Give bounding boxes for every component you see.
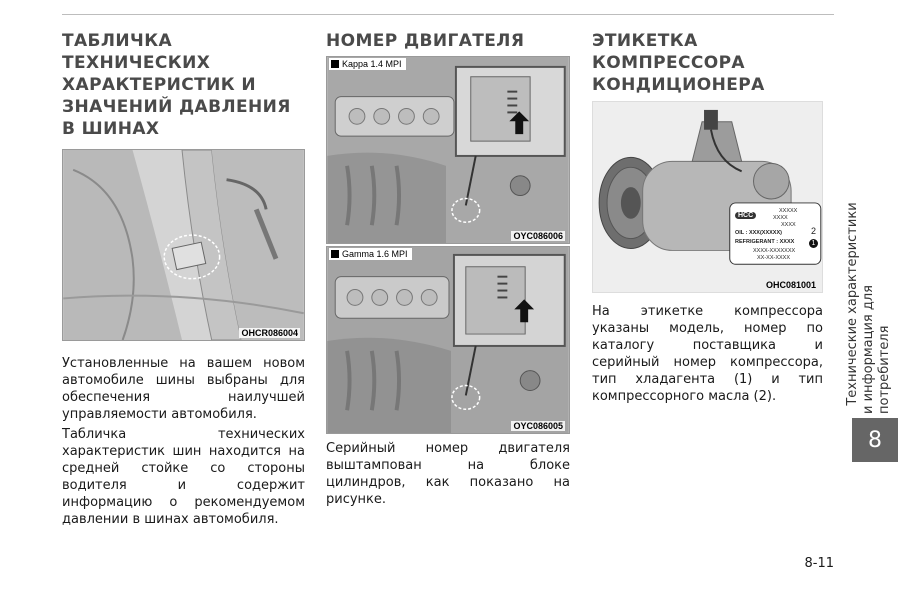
page-number: 8-11 xyxy=(804,556,834,571)
compressor-label-line-4: OIL : XXX(XXXXX) xyxy=(735,230,782,236)
compressor-callout-1: 1 xyxy=(809,239,818,248)
door-pillar-illustration xyxy=(63,150,304,340)
chapter-number-tab: 8 xyxy=(852,418,898,462)
ac-compressor-section: ЭТИКЕТКА КОМПРЕССОРА КОНДИЦИОНЕРА HCC XX… xyxy=(592,30,823,405)
kappa-engine-label-text: Kappa 1.4 MPI xyxy=(342,59,402,69)
tire-label-paragraph-2: Табличка технических характеристик шин н… xyxy=(62,427,305,527)
compressor-label-line-5: REFRIGERANT : XXXX xyxy=(735,239,795,245)
gamma-engine-figure-code: OYC086005 xyxy=(511,421,565,431)
compressor-label: HCC XXXXX XXXX XXXX OIL : XXX(XXXXX) 2 R… xyxy=(733,206,821,264)
kappa-engine-illustration xyxy=(327,57,569,243)
compressor-label-line-7: XX-XX-XXXX xyxy=(757,255,791,261)
compressor-label-line-2: XXXX xyxy=(773,215,788,221)
engine-figure-gamma: Gamma 1.6 MPI OYC086005 xyxy=(326,246,570,434)
kappa-engine-figure-code: OYC086006 xyxy=(511,231,565,241)
compressor-callout-2: 2 xyxy=(811,226,817,236)
ac-compressor-paragraph: На этикетке компрессора указаны модель, … xyxy=(592,304,823,404)
ac-compressor-figure: HCC XXXXX XXXX XXXX OIL : XXX(XXXXX) 2 R… xyxy=(592,101,823,293)
engine-number-section: НОМЕР ДВИГАТЕЛЯ Kappa 1.4 MPI OYC086006 xyxy=(326,30,570,508)
engine-number-paragraph: Серийный номер двигателя выштампован на … xyxy=(326,441,570,507)
ac-compressor-figure-code: OHC081001 xyxy=(765,280,816,290)
ac-compressor-heading: ЭТИКЕТКА КОМПРЕССОРА КОНДИЦИОНЕРА xyxy=(592,31,765,95)
chapter-side-title: Технические характеристики и информация … xyxy=(845,194,892,414)
engine-number-heading: НОМЕР ДВИГАТЕЛЯ xyxy=(326,31,525,51)
tire-label-heading: ТАБЛИЧКА ТЕХНИЧЕСКИХ ХАРАКТЕРИСТИК И ЗНА… xyxy=(62,31,291,139)
compressor-label-line-1: XXXXX xyxy=(779,208,798,214)
gamma-engine-label-text: Gamma 1.6 MPI xyxy=(342,249,408,259)
tire-label-section: ТАБЛИЧКА ТЕХНИЧЕСКИХ ХАРАКТЕРИСТИК И ЗНА… xyxy=(62,30,305,528)
compressor-label-line-3: XXXX xyxy=(781,222,796,228)
tire-label-figure: OHCR086004 xyxy=(62,149,305,341)
chapter-side-title-line-1: Технические характеристики xyxy=(845,202,860,406)
kappa-engine-label: Kappa 1.4 MPI xyxy=(329,58,406,70)
compressor-label-brand: HCC xyxy=(735,212,757,219)
gamma-engine-illustration xyxy=(327,247,569,433)
tire-label-figure-code: OHCR086004 xyxy=(239,328,300,338)
compressor-label-line-6: XXXX-XXXXXXX xyxy=(753,248,796,254)
compressor-illustration xyxy=(593,102,822,292)
gamma-engine-label: Gamma 1.6 MPI xyxy=(329,248,412,260)
engine-figure-kappa: Kappa 1.4 MPI OYC086006 xyxy=(326,56,570,244)
chapter-side-title-line-2: и информация для потребителя xyxy=(861,285,892,414)
tire-label-paragraph-1: Установленные на вашем новом автомобиле … xyxy=(62,356,305,422)
top-rule xyxy=(62,14,834,15)
